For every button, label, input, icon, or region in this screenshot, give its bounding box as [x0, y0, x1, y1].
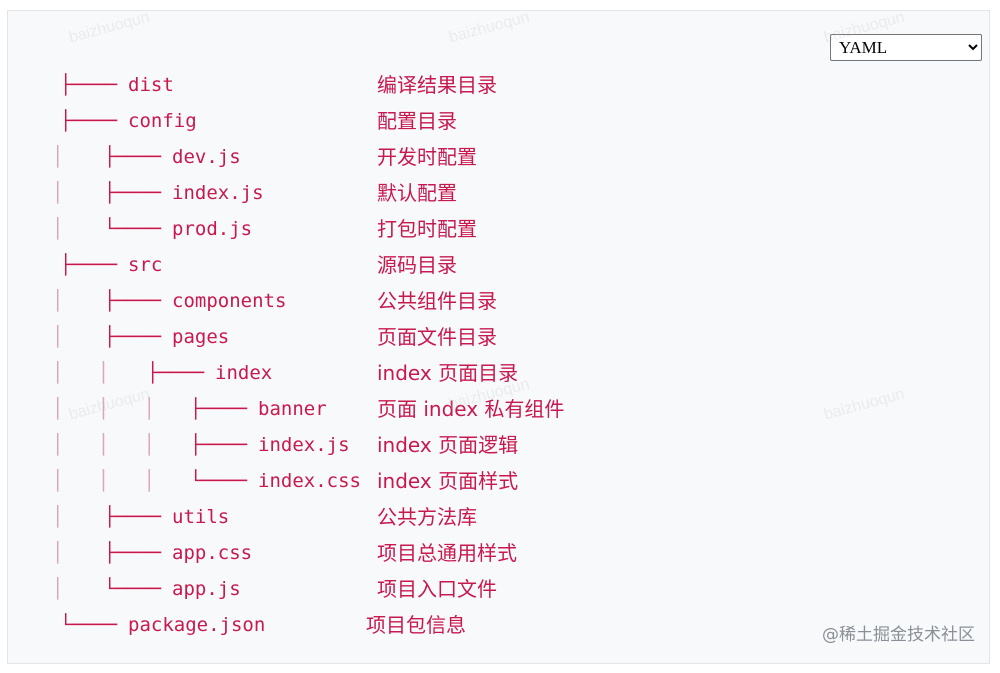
tree-item-description: index 页面目录	[377, 361, 519, 385]
tree-branch: ├────	[104, 146, 173, 168]
tree-guide-lines: │	[52, 182, 64, 204]
tree-item-name: dist	[128, 74, 174, 96]
tree-item-description: index 页面逻辑	[377, 433, 519, 457]
tree-item-description: 编译结果目录	[377, 73, 497, 97]
tree-item-description: 项目入口文件	[377, 577, 497, 601]
site-watermark: @稀土掘金技术社区	[822, 625, 975, 645]
tree-guide-lines: │	[52, 290, 64, 312]
tree-guide-lines: │ │ │	[52, 434, 155, 456]
tree-guide-lines: │	[52, 578, 64, 600]
tree-branch: ├────	[104, 326, 173, 348]
code-block: YAML ├──── dist 编译结果目录 ├──── config 配置目录 │ ├─…	[7, 8, 990, 664]
tree-item-description: 页面文件目录	[377, 325, 497, 349]
tree-item-name: index.css	[258, 470, 361, 492]
tree-item-description: 打包时配置	[377, 217, 477, 241]
tree-item-description: 配置目录	[377, 109, 457, 133]
tree-item-name: package.json	[128, 614, 266, 636]
tree-branch: ├────	[60, 74, 129, 96]
tree-item-description: 公共组件目录	[377, 289, 497, 313]
tree-item-description: 源码目录	[377, 253, 457, 277]
tree-item-name: app.js	[172, 578, 241, 600]
tree-guide-lines: │ │ │	[52, 470, 155, 492]
tree-branch: ├────	[147, 362, 216, 384]
tree-item-description: 公共方法库	[377, 505, 477, 529]
tree-branch: └────	[60, 614, 129, 636]
tree-item-name: pages	[172, 326, 230, 348]
tree-guide-lines: │	[52, 326, 64, 348]
tree-item-name: dev.js	[172, 146, 241, 168]
tree-branch: ├────	[104, 506, 173, 528]
tree-item-name: utils	[172, 506, 230, 528]
tree-guide-lines: │	[52, 146, 64, 168]
tree-branch: ├────	[60, 254, 129, 276]
tree-branch: └────	[104, 218, 173, 240]
tree-item-name: index.js	[258, 434, 350, 456]
tree-item-name: app.css	[172, 542, 253, 564]
tree-guide-lines: │ │ │	[52, 398, 155, 420]
tree-item-name: index	[215, 362, 273, 384]
tree-item-name: prod.js	[172, 218, 253, 240]
tree-item-name: index.js	[172, 182, 264, 204]
tree-branch: ├────	[190, 398, 259, 420]
tree-branch: ├────	[104, 542, 173, 564]
tree-branch: └────	[190, 470, 259, 492]
tree-item-name: src	[128, 254, 163, 276]
background-watermark: baizhuoqun	[67, 8, 152, 47]
tree-item-description: 项目包信息	[366, 613, 466, 637]
tree-branch: ├────	[104, 182, 173, 204]
tree-item-description: 开发时配置	[377, 145, 477, 169]
tree-item-name: banner	[258, 398, 327, 420]
tree-guide-lines: │ │	[52, 362, 110, 384]
background-watermark: baizhuoqun	[822, 385, 907, 424]
tree-item-description: 默认配置	[377, 181, 457, 205]
tree-guide-lines: │	[52, 218, 64, 240]
tree-guide-lines: │	[52, 506, 64, 528]
tree-item-description: index 页面样式	[377, 469, 519, 493]
tree-item-name: components	[172, 290, 287, 312]
tree-branch: ├────	[60, 110, 129, 132]
tree-item-description: 项目总通用样式	[377, 541, 517, 565]
tree-branch: ├────	[104, 290, 173, 312]
tree-branch: ├────	[190, 434, 259, 456]
tree-item-name: config	[128, 110, 197, 132]
tree-guide-lines: │	[52, 542, 64, 564]
tree-item-description: 页面 index 私有组件	[377, 397, 565, 421]
language-select[interactable]: YAML	[830, 34, 982, 61]
background-watermark: baizhuoqun	[447, 8, 532, 47]
tree-branch: └────	[104, 578, 173, 600]
